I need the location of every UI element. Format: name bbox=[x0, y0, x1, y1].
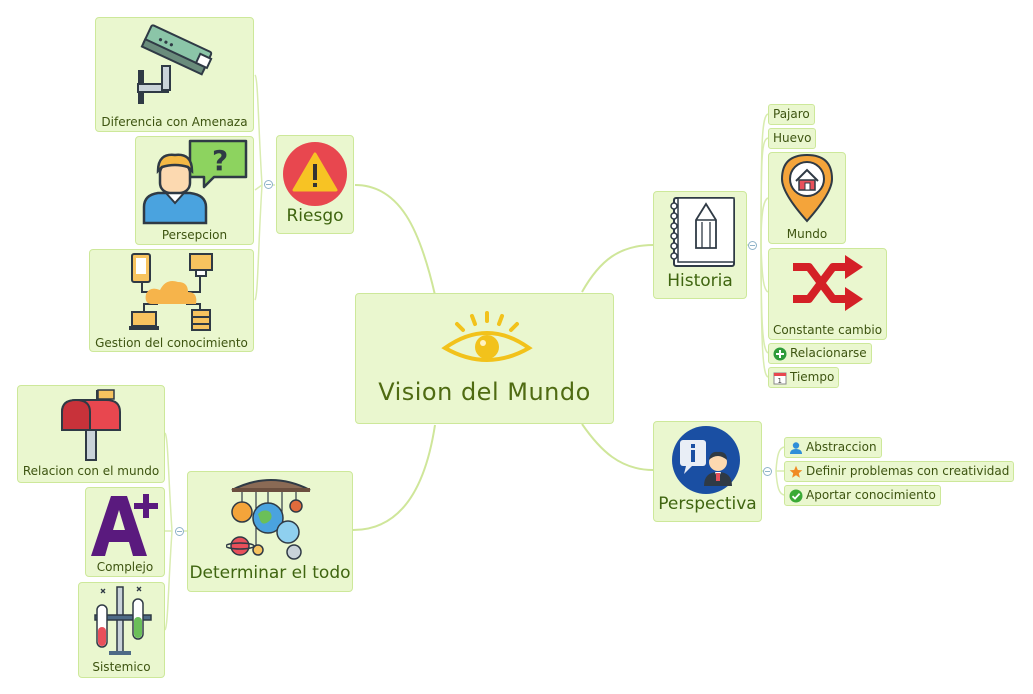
subtopic-complejo[interactable]: Complejo bbox=[85, 487, 165, 577]
subtopic-label: Abstraccion bbox=[806, 440, 877, 454]
subtopic-pajaro[interactable]: Pajaro bbox=[768, 104, 815, 125]
topic-determinar-label: Determinar el todo bbox=[189, 563, 351, 583]
solar-system-mobile-icon bbox=[226, 479, 311, 560]
subtopic-label: Diferencia con Amenaza bbox=[101, 115, 248, 129]
subtopic-label: Sistemico bbox=[92, 660, 151, 674]
subtopic-diferencia-con-amenaza[interactable]: Diferencia con Amenaza bbox=[95, 17, 254, 132]
mailbox-icon bbox=[61, 389, 121, 461]
topic-riesgo[interactable]: Riesgo bbox=[276, 135, 354, 234]
subtopic-constante-cambio[interactable]: Constante cambio bbox=[768, 248, 887, 340]
subtopic-definir-problemas[interactable]: Definir problemas con creatividad bbox=[784, 461, 1015, 482]
calendar-icon: 1 bbox=[773, 372, 787, 385]
plus-circle-icon bbox=[773, 347, 787, 360]
subtopic-gestion-del-conocimiento[interactable]: Gestion del conocimiento bbox=[89, 249, 254, 352]
topic-riesgo-label: Riesgo bbox=[286, 206, 344, 226]
subtopic-relacion-con-el-mundo[interactable]: Relacion con el mundo bbox=[17, 385, 165, 483]
subtopic-label: Aportar conocimiento bbox=[806, 488, 936, 502]
subtopic-label: Tiempo bbox=[790, 370, 835, 384]
subtopic-label: Definir problemas con creatividad bbox=[806, 464, 1010, 478]
a-plus-grade-icon bbox=[91, 494, 158, 556]
subtopic-mundo[interactable]: Mundo bbox=[768, 152, 846, 244]
central-topic-label: Vision del Mundo bbox=[378, 378, 591, 406]
check-circle-icon bbox=[789, 489, 803, 502]
topic-historia[interactable]: Historia bbox=[653, 191, 747, 299]
collapse-toggle-riesgo[interactable] bbox=[264, 180, 273, 189]
information-person-icon bbox=[672, 426, 740, 494]
central-topic[interactable]: Vision del Mundo bbox=[355, 293, 614, 424]
subtopic-label: Complejo bbox=[96, 560, 154, 574]
subtopic-sistemico[interactable]: Sistemico bbox=[78, 582, 165, 678]
topic-historia-label: Historia bbox=[667, 271, 733, 291]
subtopic-label: Constante cambio bbox=[772, 323, 883, 337]
shuffle-icon bbox=[793, 255, 863, 311]
eye-icon bbox=[441, 311, 533, 362]
subtopic-label: Mundo bbox=[786, 227, 828, 241]
test-tubes-icon bbox=[94, 586, 152, 655]
collapse-toggle-determinar[interactable] bbox=[175, 527, 184, 536]
subtopic-label: Huevo bbox=[773, 131, 812, 145]
subtopic-label: Relacion con el mundo bbox=[22, 464, 160, 478]
subtopic-label: Pajaro bbox=[773, 107, 810, 121]
subtopic-label: Gestion del conocimiento bbox=[95, 336, 248, 350]
collapse-toggle-historia[interactable] bbox=[748, 241, 757, 250]
subtopic-aportar-conocimiento[interactable]: Aportar conocimiento bbox=[784, 485, 941, 506]
subtopic-label: Persepcion bbox=[161, 228, 228, 242]
topic-perspectiva-label: Perspectiva bbox=[658, 494, 757, 514]
svg-text:1: 1 bbox=[778, 377, 782, 385]
subtopic-relacionarse[interactable]: Relacionarse bbox=[768, 343, 872, 364]
subtopic-persepcion[interactable]: ? Persepcion bbox=[135, 136, 254, 245]
subtopic-abstraccion[interactable]: Abstraccion bbox=[784, 437, 882, 458]
svg-text:?: ? bbox=[212, 144, 228, 177]
collapse-toggle-perspectiva[interactable] bbox=[763, 467, 772, 476]
subtopic-huevo[interactable]: Huevo bbox=[768, 128, 817, 149]
person-question-icon: ? bbox=[142, 139, 248, 225]
star-icon bbox=[789, 465, 803, 478]
subtopic-label: Relacionarse bbox=[790, 346, 867, 360]
topic-perspectiva[interactable]: Perspectiva bbox=[653, 421, 762, 522]
notebook-pencil-icon bbox=[670, 197, 735, 267]
cloud-network-icon bbox=[129, 253, 213, 331]
warning-icon bbox=[283, 142, 347, 206]
user-icon bbox=[790, 441, 802, 454]
security-camera-icon bbox=[137, 24, 213, 104]
subtopic-tiempo[interactable]: 1 Tiempo bbox=[768, 367, 840, 388]
location-pin-home-icon bbox=[780, 153, 834, 223]
topic-determinar-el-todo[interactable]: Determinar el todo bbox=[187, 471, 353, 592]
